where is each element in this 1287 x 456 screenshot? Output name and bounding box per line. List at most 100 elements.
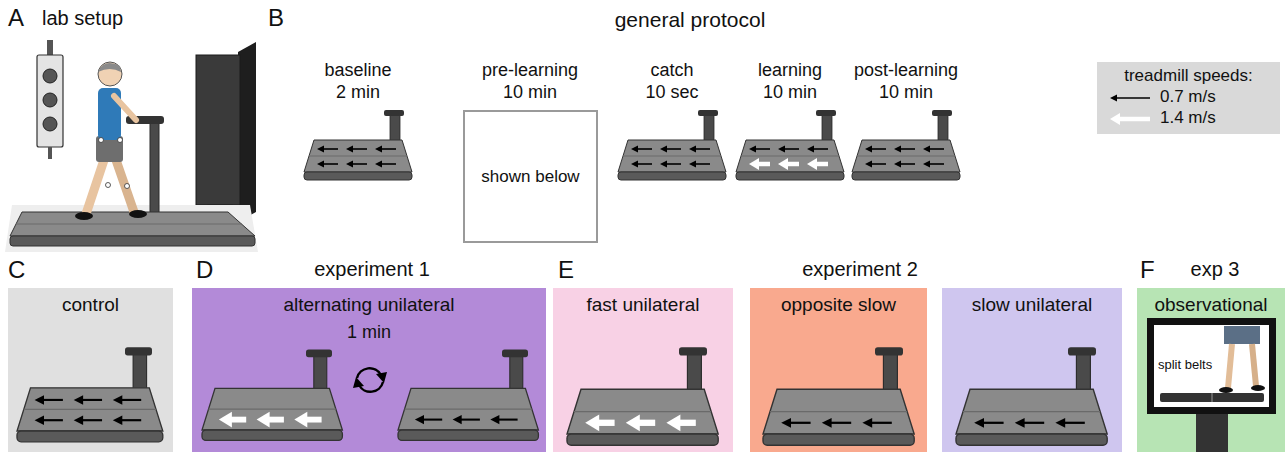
handrail-bar: [502, 349, 528, 357]
belt-divider: [770, 411, 907, 412]
treadmill-base: [398, 430, 538, 440]
treadmill: [202, 349, 342, 440]
arrow-shaft: [380, 148, 396, 150]
shirt: [98, 88, 121, 140]
arrow-head: [781, 418, 791, 428]
arrow-shaft: [665, 163, 681, 165]
panel-letter: C: [8, 256, 25, 284]
phase-duration: 10 min: [879, 82, 933, 103]
slow-arrow: [1015, 418, 1044, 428]
lab-setup-figure: [5, 40, 258, 252]
handrail-post: [822, 114, 832, 144]
arrow-head: [113, 415, 122, 424]
treadmill: [304, 110, 412, 180]
treadmill-base: [567, 434, 718, 445]
slow-arrow: [865, 161, 886, 168]
camera-bar: [37, 55, 63, 147]
placeholder-box: shown below: [463, 110, 598, 243]
arrow-shaft: [812, 148, 828, 150]
arrow-head: [660, 146, 667, 153]
cycle-head: [376, 372, 387, 383]
arrow-shaft: [928, 163, 944, 165]
slow-arrow: [35, 415, 63, 424]
motion-marker: [99, 138, 104, 143]
panel-title: slow unilateral: [942, 294, 1122, 316]
leg: [86, 160, 104, 214]
slow-arrow: [862, 418, 891, 428]
panel-title: observational: [1137, 294, 1285, 316]
legend-text: 0.7 m/s: [1160, 87, 1216, 107]
arrow-head: [317, 161, 324, 168]
slow-arrow: [375, 146, 396, 153]
fast-arrow: [219, 412, 246, 428]
slow-arrow: [974, 418, 1003, 428]
slow-arrow: [749, 146, 770, 153]
arrow-shaft: [678, 420, 696, 426]
slow-arrow: [317, 161, 338, 168]
slow-arrow: [689, 146, 710, 153]
phase-name: learning: [758, 60, 822, 81]
arrow-head: [375, 146, 382, 153]
panel-letter: E: [558, 256, 574, 284]
handrail-bar: [816, 110, 836, 116]
arrow-head: [375, 161, 382, 168]
cycle-head: [353, 377, 364, 388]
handrail-post: [938, 114, 948, 144]
arrow-shaft: [459, 419, 480, 421]
arrow-shaft: [665, 148, 681, 150]
condition-panel: alternating unilateral1 min: [192, 288, 546, 452]
arrow-head: [862, 418, 872, 428]
cycle-arc: [357, 368, 381, 378]
video-shorts: [1224, 326, 1260, 344]
arrow-head: [689, 146, 696, 153]
slow-arrow: [631, 161, 652, 168]
arrow-shaft: [757, 162, 770, 167]
leg: [116, 160, 134, 212]
fast-arrow: [666, 414, 695, 431]
treadmill-base: [763, 434, 914, 445]
slow-arrow: [781, 418, 810, 428]
phase-duration: 10 min: [503, 82, 557, 103]
arrow-shaft: [637, 420, 655, 426]
slow-arrow: [453, 415, 480, 424]
arrow-shaft: [815, 162, 828, 167]
arrow-shaft: [322, 148, 338, 150]
arrow-head: [749, 146, 756, 153]
arrow-head: [257, 412, 270, 428]
arrow-head: [1110, 113, 1120, 125]
panel-title: alternating unilateral: [192, 294, 546, 316]
handrail-bar: [384, 110, 404, 116]
belt-divider: [405, 409, 532, 410]
belt-surface: [567, 389, 718, 434]
slow-arrow: [415, 415, 442, 424]
condition-panel: control: [8, 288, 173, 452]
camera-mount: [47, 40, 53, 56]
shoe: [75, 212, 93, 220]
alternation-symbol: [353, 368, 387, 392]
slow-arrow: [375, 161, 396, 168]
condition-panel: slow unilateral: [942, 288, 1122, 452]
arrow-head: [1055, 418, 1065, 428]
arrow-head: [923, 146, 930, 153]
camera-lens: [43, 93, 57, 107]
fast-arrow: [585, 414, 614, 431]
arrow-shaft: [267, 417, 284, 423]
belt-surface: [202, 388, 342, 430]
treadmill: [567, 347, 718, 445]
experiment-title: exp 3: [1191, 258, 1240, 281]
slow-arrow: [113, 395, 141, 404]
phase-duration: 10 min: [763, 82, 817, 103]
belt-divider: [623, 156, 721, 157]
arrow-head: [346, 161, 353, 168]
arrow-shaft: [869, 422, 891, 424]
slow-arrow: [689, 161, 710, 168]
belt-divider: [209, 409, 336, 410]
panel-title: control: [8, 294, 173, 316]
slow-arrow: [346, 161, 367, 168]
panel-letter: F: [1140, 256, 1155, 284]
motion-marker: [125, 184, 130, 189]
arrow-shaft: [870, 148, 886, 150]
slow-arrow: [74, 395, 102, 404]
belt-divider: [309, 156, 407, 157]
belt-divider: [741, 156, 839, 157]
